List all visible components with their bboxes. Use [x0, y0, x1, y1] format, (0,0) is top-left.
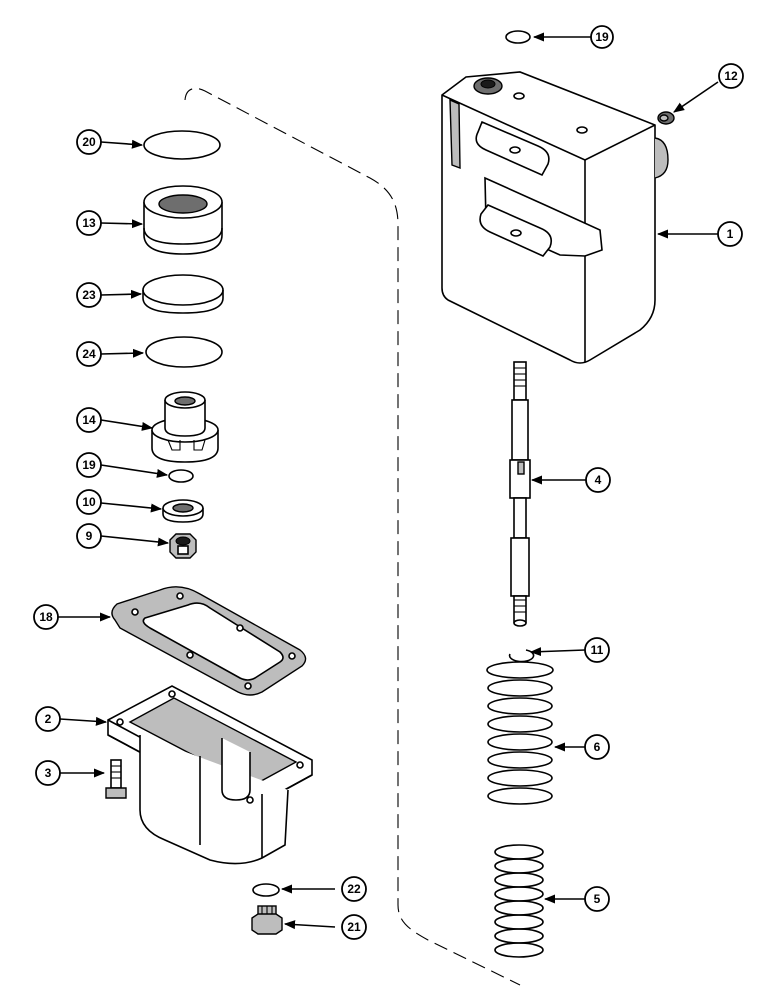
- svg-text:20: 20: [82, 135, 96, 149]
- leader-9: [100, 535, 170, 547]
- callout-11: 11: [584, 637, 610, 663]
- spool-part-4: [509, 361, 531, 627]
- svg-text:12: 12: [724, 69, 738, 83]
- svg-text:24: 24: [82, 347, 96, 361]
- ring-part-23: [142, 274, 224, 314]
- svg-text:21: 21: [347, 920, 361, 934]
- leader-2: [59, 716, 108, 726]
- svg-text:1: 1: [727, 227, 734, 241]
- callout-19-top: 19: [590, 25, 614, 49]
- svg-text:2: 2: [45, 712, 52, 726]
- callout-10: 10: [76, 489, 102, 515]
- callout-21: 21: [341, 914, 367, 940]
- leader-10: [100, 502, 163, 513]
- svg-text:3: 3: [45, 766, 52, 780]
- callout-12: 12: [718, 63, 744, 89]
- svg-text:4: 4: [595, 473, 602, 487]
- plug-part-12: [657, 111, 675, 125]
- leader-11: [529, 647, 586, 657]
- leader-19-lower: [100, 464, 169, 478]
- gasket-part-18: [111, 586, 307, 696]
- callout-18: 18: [33, 604, 59, 630]
- nut-part-9: [169, 533, 197, 559]
- svg-text:13: 13: [82, 216, 96, 230]
- callout-9: 9: [76, 523, 102, 549]
- spring-part-6: [486, 661, 554, 805]
- seal-part-13: [143, 185, 223, 255]
- plug-part-21: [251, 905, 283, 935]
- callout-1: 1: [717, 221, 743, 247]
- leader-24: [100, 348, 145, 358]
- svg-text:19: 19: [595, 30, 609, 44]
- callout-13: 13: [76, 210, 102, 236]
- spring-part-5: [494, 844, 544, 958]
- callout-5: 5: [584, 886, 610, 912]
- svg-text:18: 18: [39, 610, 53, 624]
- svg-text:22: 22: [347, 882, 361, 896]
- o-ring-part-20: [143, 130, 221, 160]
- svg-text:10: 10: [82, 495, 96, 509]
- housing-part-2: [107, 685, 313, 865]
- leader-20: [100, 139, 144, 149]
- svg-text:14: 14: [82, 413, 96, 427]
- assembly-boundary-dashed-line: [184, 87, 521, 986]
- leader-12: [673, 81, 719, 113]
- retainer-part-14: [151, 391, 219, 463]
- o-ring-part-22: [252, 883, 280, 897]
- washer-part-10: [162, 499, 204, 523]
- bolt-part-3: [105, 759, 127, 799]
- o-ring-part-19-lower: [168, 469, 194, 483]
- callout-23: 23: [76, 282, 102, 308]
- svg-text:5: 5: [594, 892, 601, 906]
- svg-text:11: 11: [591, 643, 604, 657]
- svg-text:19: 19: [82, 458, 96, 472]
- callout-2: 2: [35, 706, 61, 732]
- svg-text:6: 6: [594, 740, 601, 754]
- callout-4: 4: [585, 467, 611, 493]
- snap-ring-part-11: [508, 649, 535, 663]
- o-ring-part-24: [145, 336, 223, 368]
- callout-22: 22: [341, 876, 367, 902]
- leader-21: [283, 920, 336, 930]
- leader-23: [100, 289, 143, 299]
- svg-text:9: 9: [86, 529, 93, 543]
- callout-14: 14: [76, 407, 102, 433]
- svg-text:23: 23: [82, 288, 96, 302]
- leader-13: [100, 219, 144, 229]
- valve-body-part-1: [441, 71, 669, 364]
- callout-19-lower: 19: [76, 452, 102, 478]
- callout-20: 20: [76, 129, 102, 155]
- callout-6: 6: [584, 734, 610, 760]
- o-ring-19-top: [505, 30, 531, 44]
- callout-24: 24: [76, 341, 102, 367]
- callout-3: 3: [35, 760, 61, 786]
- leader-14: [100, 419, 154, 431]
